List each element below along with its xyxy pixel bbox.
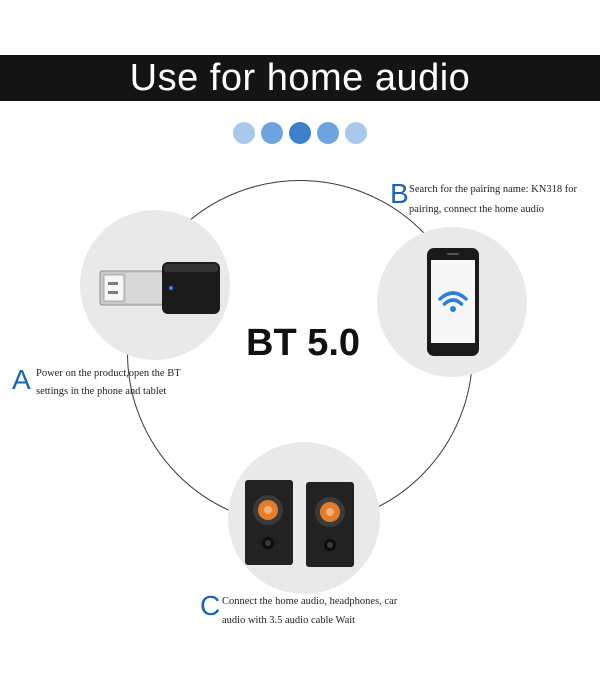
step-b-line1: Search for the pairing name: KN318 for [409, 184, 577, 195]
carousel-dots [233, 122, 369, 146]
step-c-letter: C [200, 590, 221, 621]
dot-2[interactable] [261, 122, 283, 144]
speakers-disc [228, 442, 380, 594]
adapter-disc [80, 210, 230, 360]
step-c-line2: audio with 3.5 audio cable Wait [222, 615, 356, 626]
dot-5[interactable] [345, 122, 367, 144]
step-b-line2: pairing, connect the home audio [409, 204, 544, 215]
step-a-line1: Power on the product,open the BT [36, 368, 181, 379]
phone-disc [377, 227, 527, 377]
step-c: C Connect the home audio, headphones, ca… [200, 592, 420, 636]
step-b: B Search for the pairing name: KN318 for… [390, 180, 598, 224]
speakers-icon [245, 480, 354, 567]
step-a: A Power on the product,open the BT setti… [12, 366, 222, 410]
dot-4[interactable] [317, 122, 339, 144]
center-label: BT 5.0 [246, 322, 361, 364]
usb-bluetooth-adapter-icon [99, 262, 220, 314]
step-a-letter: A [12, 364, 31, 395]
dot-3[interactable] [289, 122, 311, 144]
smartphone-wifi-icon [427, 248, 479, 356]
banner: Use for home audio [0, 55, 600, 101]
step-c-line1: Connect the home audio, headphones, car [222, 596, 398, 607]
dot-1[interactable] [233, 122, 255, 144]
step-b-letter: B [390, 178, 409, 209]
step-a-line2: settings in the phone and tablet [36, 386, 167, 397]
banner-title: Use for home audio [129, 56, 471, 99]
